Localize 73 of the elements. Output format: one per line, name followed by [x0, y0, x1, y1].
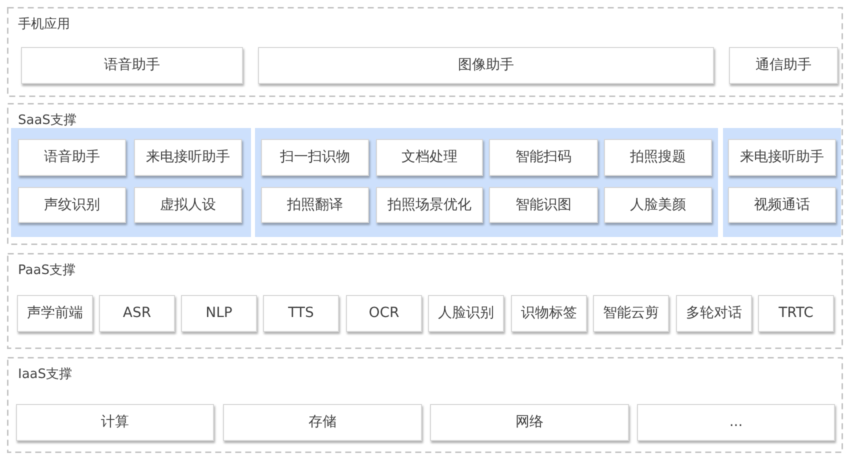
layer-title: IaaS支撑: [18, 367, 72, 383]
module-box: [376, 139, 483, 176]
module-label: TTS: [288, 305, 314, 322]
module-label: 智能识图: [516, 196, 572, 214]
module-label: 拍照翻译: [287, 196, 343, 214]
module-label: 视频通话: [754, 196, 810, 214]
module-box: [181, 295, 257, 332]
layer-title: 手机应用: [18, 17, 70, 33]
module-box: [18, 187, 126, 223]
module-box: [428, 295, 504, 332]
module-label: 虚拟人设: [160, 196, 216, 214]
module-label: 多轮对话: [686, 305, 742, 322]
module-box: [261, 139, 369, 176]
layer-container: [7, 357, 843, 453]
module-box: [21, 47, 243, 84]
module-label: 人脸识别: [438, 305, 494, 322]
module-label: NLP: [206, 305, 232, 322]
module-label: ASR: [122, 305, 152, 322]
module-label: 拍照搜题: [630, 149, 686, 166]
module-box: [728, 139, 836, 176]
module-box: [346, 295, 422, 332]
module-label: 来电接听助手: [146, 149, 230, 166]
module-box: [676, 295, 752, 332]
module-label: 语音助手: [44, 149, 100, 166]
module-box: [637, 404, 835, 441]
module-box: [758, 295, 834, 332]
module-label: 网络: [516, 414, 544, 431]
module-box: [728, 187, 836, 223]
module-box: [99, 295, 175, 332]
group-panel: [723, 128, 841, 237]
module-label: OCR: [368, 305, 400, 322]
module-box: [16, 404, 214, 441]
module-label: 声学前端: [27, 305, 83, 322]
module-box: [263, 295, 339, 332]
module-box: [261, 187, 369, 223]
module-box: [593, 295, 669, 332]
module-label: 存储: [308, 414, 336, 431]
module-label: 智能云剪: [603, 305, 659, 322]
module-label: 人脸美颜: [630, 196, 686, 214]
layer-title: SaaS支撑: [18, 113, 76, 129]
module-label: 智能扫码: [516, 149, 572, 166]
module-label: 通信助手: [756, 57, 812, 74]
layer-container: [7, 7, 843, 97]
module-box: [489, 139, 598, 176]
module-label: 声纹识别: [44, 196, 100, 214]
module-label: ...: [729, 414, 743, 431]
group-panel: [11, 128, 251, 237]
module-label: 拍照场景优化: [388, 196, 472, 214]
module-box: [134, 139, 242, 176]
module-box: [17, 295, 93, 332]
layer-container: [7, 253, 843, 349]
module-box: [489, 187, 598, 223]
module-label: 图像助手: [458, 57, 514, 74]
module-box: [18, 139, 126, 176]
module-box: [376, 187, 483, 223]
module-box: [430, 404, 629, 441]
layer-container: [7, 103, 843, 245]
layer-title: PaaS支撑: [18, 263, 76, 279]
module-label: 语音助手: [104, 57, 160, 74]
module-box: [223, 404, 422, 441]
module-label: TRTC: [778, 305, 814, 322]
module-box: [258, 47, 714, 84]
module-box: [511, 295, 587, 332]
module-box: [134, 187, 242, 223]
module-label: 来电接听助手: [740, 149, 824, 166]
module-label: 扫一扫识物: [280, 149, 350, 166]
group-panel: [255, 128, 718, 237]
module-label: 识物标签: [521, 305, 577, 322]
module-label: 计算: [101, 414, 129, 431]
module-box: [604, 187, 712, 223]
module-box: [729, 47, 838, 84]
module-box: [604, 139, 712, 176]
module-label: 文档处理: [402, 149, 458, 166]
